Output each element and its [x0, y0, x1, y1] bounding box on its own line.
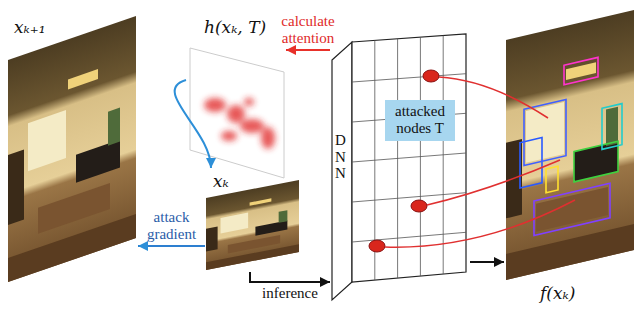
edge-label-holder: calculate attention	[276, 13, 340, 48]
node-label: xₖ	[213, 172, 229, 191]
edge-label: inference	[262, 285, 318, 302]
leader-lines	[385, 77, 575, 247]
attention-blobs	[204, 98, 275, 149]
edge-label: calculate attention	[276, 13, 340, 48]
room-image	[506, 10, 634, 280]
attention-map-node: h(xₖ, T)	[186, 14, 286, 182]
dnn-front-face	[352, 34, 466, 282]
node-label: DNN	[333, 132, 348, 182]
feedback-arrow	[175, 80, 211, 168]
input-image-next: xₖ₊₁	[6, 14, 138, 284]
output-image: f(xₖ)	[504, 8, 636, 308]
inference-arrow	[250, 272, 330, 282]
node-label: f(xₖ)	[540, 284, 575, 303]
dnn-block: DNN attacked nodes T	[330, 32, 470, 302]
room-image	[8, 16, 136, 282]
output-arrow	[470, 261, 504, 263]
dnn-side-face	[332, 42, 352, 300]
room-image	[206, 180, 299, 270]
attacked-node-dots	[369, 70, 439, 252]
node-label: attacked nodes T	[389, 103, 451, 138]
attacked-nodes-box: attacked nodes T	[385, 100, 455, 141]
edge-label: attack gradient	[140, 209, 204, 244]
edge-label-holder: inference	[262, 285, 318, 302]
gradient-arrow	[138, 245, 205, 247]
node-label: h(xₖ, T)	[204, 18, 266, 37]
attention-arrow	[286, 49, 330, 51]
input-image: xₖ	[205, 168, 300, 272]
attention-map	[190, 48, 284, 178]
node-label: xₖ₊₁	[14, 18, 46, 37]
edge-label-holder: attack gradient	[140, 209, 204, 244]
detection-boxes	[520, 52, 622, 239]
